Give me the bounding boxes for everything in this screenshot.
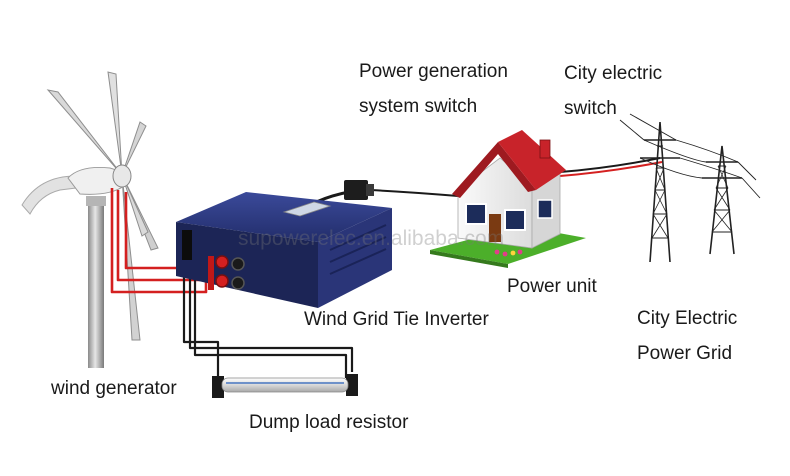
resistor-bracket [212, 376, 224, 398]
house-roof [498, 130, 566, 190]
pylon-tower [702, 145, 742, 255]
power-plug [344, 180, 374, 200]
inverter-label: Wind Grid Tie Inverter [304, 309, 489, 330]
black-wire [193, 262, 348, 378]
city-switch-label-line2: switch [564, 98, 617, 119]
resistor-tube [221, 377, 349, 393]
turbine-pole [88, 200, 104, 368]
inverter-side-face [318, 208, 392, 308]
power-pylons [619, 113, 761, 263]
power-switch-label-line1: Power generation [359, 61, 508, 82]
inverter-terminal [215, 274, 229, 288]
grid-black-cable [559, 157, 661, 173]
city-grid-label-line2: Power Grid [637, 343, 733, 364]
wind-generator-label: wind generator [51, 378, 177, 399]
inverter-fuse [208, 256, 214, 290]
inverter-terminal [231, 257, 245, 271]
turbine-blade [121, 174, 149, 237]
resistor-bracket [346, 374, 358, 396]
red-wire [124, 192, 176, 270]
power-switch-label-line2: system switch [359, 96, 478, 117]
turbine-pole-collar [86, 196, 106, 206]
turbine-blade [107, 71, 123, 176]
inverter-terminal [231, 276, 245, 290]
house-chimney [539, 139, 551, 159]
inverter-display [282, 201, 332, 217]
dump-load-resistor [212, 374, 358, 398]
turbine-hub [112, 164, 132, 188]
inverter-terminal [215, 255, 229, 269]
black-wire [182, 262, 220, 378]
house-window [504, 209, 526, 231]
grid-red-cable [559, 161, 663, 177]
house-window [537, 199, 553, 219]
inverter-terminal-block [182, 230, 192, 260]
turbine-blade [46, 89, 123, 176]
inverter-front-face [176, 222, 318, 308]
dump-load-wires [182, 262, 354, 378]
pylon-tower [640, 121, 680, 263]
turbine-blade [121, 121, 147, 176]
inverter-top-face [176, 192, 392, 242]
city-switch-label-line1: City electric [564, 63, 663, 84]
house-door [489, 214, 501, 242]
house-feed-cable [369, 189, 459, 197]
wind-generator [21, 71, 159, 368]
black-wire [188, 262, 354, 372]
grid-tie-inverter [176, 192, 392, 308]
city-grid-label-line1: City Electric [637, 308, 738, 329]
watermark: supowerelec.en.alibaba.com [238, 227, 505, 250]
house [430, 130, 586, 268]
power-unit-label: Power unit [507, 276, 597, 297]
house-window [465, 203, 487, 225]
dump-load-label: Dump load resistor [249, 412, 409, 433]
